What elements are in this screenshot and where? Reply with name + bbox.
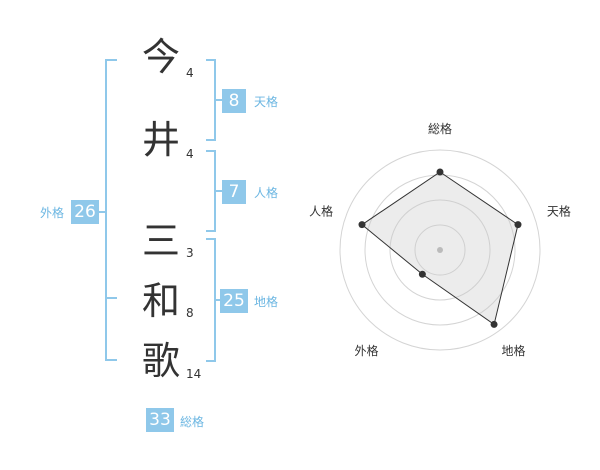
gaikaku-score: 26 bbox=[71, 200, 99, 224]
jinkaku-bracket bbox=[206, 150, 216, 232]
tenkaku-bracket-tick bbox=[216, 99, 224, 101]
chikaku-bracket bbox=[206, 238, 216, 362]
radar-point-1 bbox=[436, 168, 444, 176]
stroke-count-2: 4 bbox=[186, 147, 194, 161]
radar-axis-label-2: 天格 bbox=[547, 203, 571, 218]
radar-point-4 bbox=[418, 270, 426, 278]
jinkaku-score: 7 bbox=[222, 180, 246, 204]
radar-center-dot bbox=[437, 247, 443, 253]
jinkaku-label: 人格 bbox=[254, 186, 279, 200]
radar-point-2 bbox=[514, 221, 522, 229]
name-char-1: 今 bbox=[141, 35, 180, 79]
soukaku-score: 33 bbox=[146, 408, 174, 432]
stroke-count-5: 14 bbox=[186, 367, 202, 381]
tenkaku-bracket bbox=[206, 59, 216, 141]
gaikaku-label: 外格 bbox=[40, 206, 65, 220]
tenkaku-score: 8 bbox=[222, 89, 246, 113]
radar-point-3 bbox=[490, 320, 498, 328]
stroke-count-3: 3 bbox=[186, 246, 194, 260]
name-char-4: 和 bbox=[141, 279, 180, 323]
radar-axis-label-3: 地格 bbox=[501, 343, 525, 358]
radar-axis-label-1: 総格 bbox=[428, 121, 452, 136]
gaikaku-bracket-mid-tick bbox=[107, 297, 117, 299]
radar-axis-label-4: 外格 bbox=[355, 343, 379, 358]
gaikaku-bracket bbox=[105, 59, 117, 361]
chikaku-score: 25 bbox=[220, 289, 248, 313]
jinkaku-bracket-tick bbox=[216, 190, 224, 192]
gaikaku-bracket-tick bbox=[95, 211, 105, 213]
radar-ring-1 bbox=[414, 224, 466, 276]
soukaku-label: 総格 bbox=[180, 415, 205, 429]
tenkaku-label: 天格 bbox=[254, 95, 279, 109]
radar-ring-2 bbox=[389, 199, 491, 301]
stroke-count-1: 4 bbox=[186, 66, 194, 80]
stroke-count-4: 8 bbox=[186, 306, 194, 320]
radar-axis-label-5: 人格 bbox=[309, 203, 333, 218]
name-char-2: 井 bbox=[141, 118, 180, 162]
radar-point-5 bbox=[358, 221, 366, 229]
chikaku-label: 地格 bbox=[254, 295, 279, 309]
name-char-5: 歌 bbox=[141, 339, 180, 383]
name-char-3: 三 bbox=[141, 219, 180, 263]
